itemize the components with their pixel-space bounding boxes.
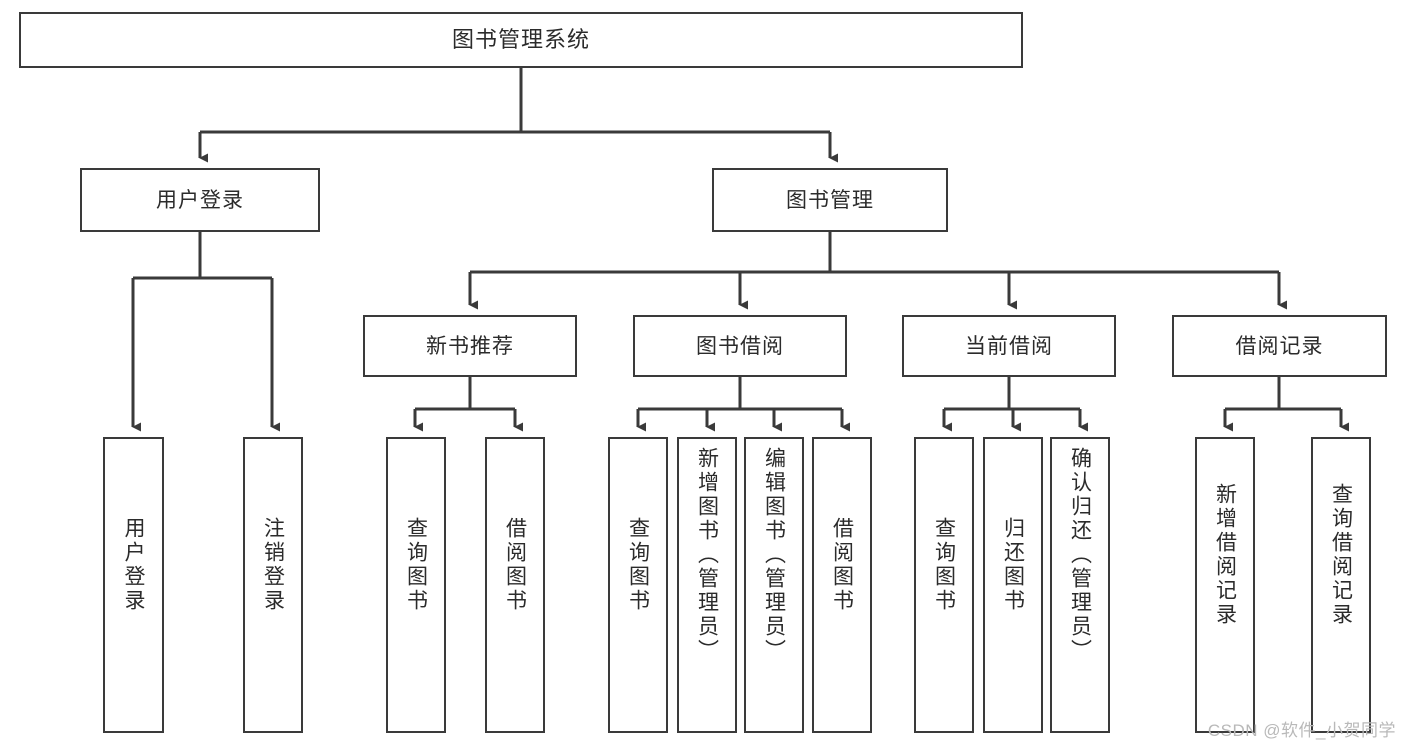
node-user-login[interactable]: 用户登录: [80, 168, 320, 232]
node-label: 查询图书: [626, 517, 650, 613]
leaf-add-book-admin[interactable]: 新增图书（管理员）: [677, 437, 737, 733]
node-label: 新增图书（管理员）: [695, 447, 719, 663]
node-label: 查询图书: [932, 517, 956, 613]
leaf-edit-book-admin[interactable]: 编辑图书（管理员）: [744, 437, 804, 733]
leaf-user-login[interactable]: 用户登录: [103, 437, 164, 733]
node-book-management[interactable]: 图书管理: [712, 168, 948, 232]
node-label: 编辑图书（管理员）: [762, 447, 786, 663]
leaf-query-book-current[interactable]: 查询图书: [914, 437, 974, 733]
node-label: 查询借阅记录: [1329, 483, 1353, 627]
node-current-borrow[interactable]: 当前借阅: [902, 315, 1116, 377]
node-label: 借阅图书: [503, 517, 527, 613]
leaf-logout[interactable]: 注销登录: [243, 437, 303, 733]
leaf-return-book[interactable]: 归还图书: [983, 437, 1043, 733]
node-label: 借阅图书: [830, 517, 854, 613]
node-book-borrow[interactable]: 图书借阅: [633, 315, 847, 377]
node-label: 确认归还（管理员）: [1068, 447, 1092, 663]
node-label: 新书推荐: [426, 334, 514, 358]
node-label: 用户登录: [122, 517, 145, 613]
node-label: 图书借阅: [696, 334, 784, 358]
leaf-borrow-book-recommend[interactable]: 借阅图书: [485, 437, 545, 733]
node-label: 查询图书: [404, 517, 428, 613]
leaf-confirm-return-admin[interactable]: 确认归还（管理员）: [1050, 437, 1110, 733]
node-label: 用户登录: [156, 188, 244, 212]
leaf-query-borrow-record[interactable]: 查询借阅记录: [1311, 437, 1371, 733]
leaf-query-book-recommend[interactable]: 查询图书: [386, 437, 446, 733]
node-label: 当前借阅: [965, 334, 1053, 358]
node-label: 借阅记录: [1235, 334, 1324, 358]
leaf-borrow-book[interactable]: 借阅图书: [812, 437, 872, 733]
node-new-book-recommend[interactable]: 新书推荐: [363, 315, 577, 377]
node-label: 注销登录: [261, 517, 285, 613]
node-label: 归还图书: [1001, 517, 1025, 613]
node-borrow-records[interactable]: 借阅记录: [1172, 315, 1387, 377]
leaf-add-borrow-record[interactable]: 新增借阅记录: [1195, 437, 1255, 733]
node-root-system[interactable]: 图书管理系统: [19, 12, 1023, 68]
leaf-query-book-borrow[interactable]: 查询图书: [608, 437, 668, 733]
node-label: 新增借阅记录: [1213, 483, 1237, 627]
node-label: 图书管理系统: [451, 27, 590, 52]
node-label: 图书管理: [786, 188, 874, 212]
